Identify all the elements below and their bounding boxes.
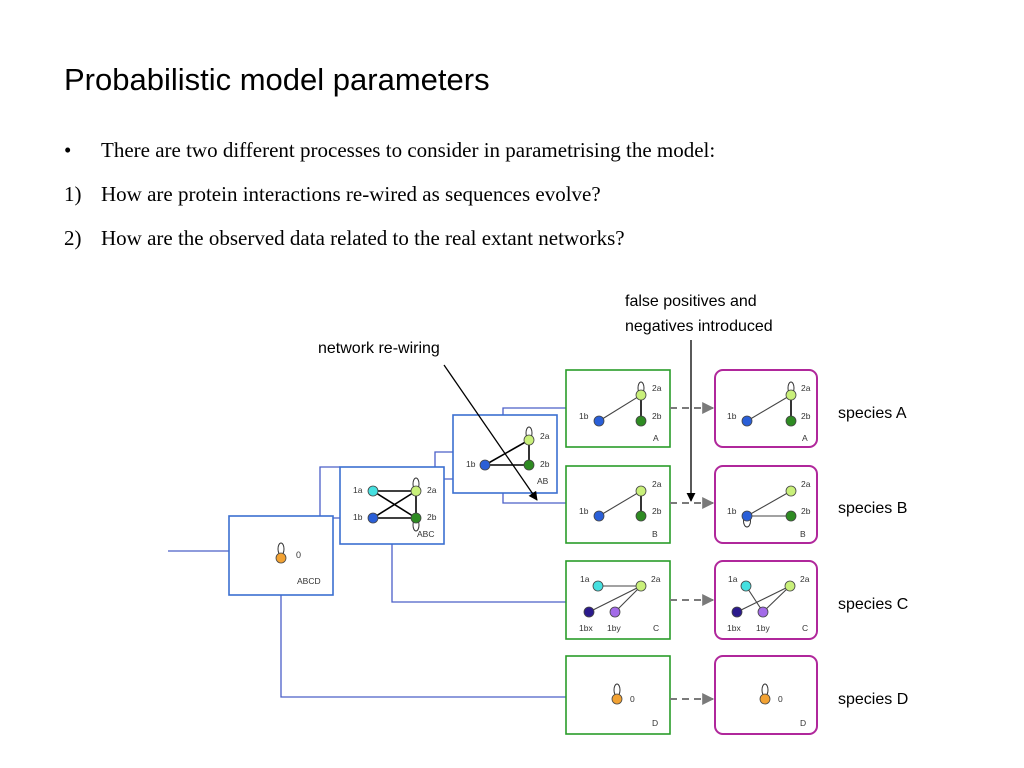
species-label-a: species A (838, 405, 907, 422)
bullet-text: How are the observed data related to the… (101, 226, 625, 250)
network-label: A (802, 433, 808, 443)
observed-network-d: 0 D (759, 683, 806, 728)
false-positives-annotation-line2: negatives introduced (625, 318, 773, 335)
real-network-b: 2a 1b 2b B (579, 479, 662, 539)
network-label: B (652, 529, 658, 539)
node-label: 2a (540, 431, 550, 441)
node-label: 1a (353, 485, 363, 495)
node-label: 2b (652, 411, 662, 421)
bullet-marker: • (64, 138, 72, 162)
node-label: 0 (630, 694, 635, 704)
node-label: 1b (727, 411, 737, 421)
node-label: 1b (466, 459, 476, 469)
network-abcd: 0 ABCD (275, 542, 321, 586)
rewiring-annotation: network re-wiring (318, 340, 440, 357)
real-network-box-c (565, 560, 671, 640)
species-label-d: species D (838, 691, 908, 708)
real-network-box-a (565, 369, 671, 448)
real-network-a: 2a 1b 2b A (579, 381, 662, 443)
network-abc: 1a 2a 1b 2b ABC (353, 477, 437, 539)
observed-network-box-b (714, 465, 818, 544)
bullet-text: How are protein interactions re-wired as… (101, 182, 601, 206)
node-label: 2a (427, 485, 437, 495)
network-label: C (802, 623, 808, 633)
node-label: 1b (579, 506, 589, 516)
bullet-text: There are two different processes to con… (101, 138, 716, 162)
node-label: 2a (801, 383, 811, 393)
species-label-b: species B (838, 500, 907, 517)
observed-network-box-c (714, 560, 818, 640)
node-label: 2b (652, 506, 662, 516)
network-label: ABCD (297, 576, 321, 586)
node-label: 2a (651, 574, 661, 584)
node-label: 2b (540, 459, 550, 469)
node-label: 2b (427, 512, 437, 522)
node-label: 1b (353, 512, 363, 522)
network-label: C (653, 623, 659, 633)
network-label: AB (537, 476, 549, 486)
observed-network-c: 1a 2a 1bx 1by C (727, 574, 810, 633)
node-label: 1b (579, 411, 589, 421)
network-label: ABC (417, 529, 434, 539)
network-label: B (800, 529, 806, 539)
real-network-c: 1a 2a 1bx 1by C (579, 574, 661, 633)
node-label: 2b (801, 506, 811, 516)
network-label: D (800, 718, 806, 728)
network-ab: 2a 1b 2b AB (466, 426, 550, 486)
node-label: 1bx (579, 623, 593, 633)
real-network-d: 0 D (611, 683, 658, 728)
network-label: A (653, 433, 659, 443)
node-label: 1a (580, 574, 590, 584)
rewiring-arrow (443, 364, 538, 501)
node-label: 2a (800, 574, 810, 584)
node-label: 1by (756, 623, 770, 633)
observed-network-b: 2a 1b 2b B (727, 479, 811, 539)
node-label: 1bx (727, 623, 741, 633)
slide-title: Probabilistic model parameters (64, 62, 490, 97)
bullet-marker: 1) (64, 182, 82, 206)
node-label: 2a (801, 479, 811, 489)
node-label: 0 (778, 694, 783, 704)
node-label: 2a (652, 383, 662, 393)
node-label: 0 (296, 550, 301, 560)
network-label: D (652, 718, 658, 728)
observed-network-a: 2a 1b 2b A (727, 381, 811, 443)
node-label: 1b (727, 506, 737, 516)
node-label: 1by (607, 623, 621, 633)
species-label-c: species C (838, 596, 908, 613)
observed-network-box-a (714, 369, 818, 448)
bullet-marker: 2) (64, 226, 82, 250)
tree-lines (168, 407, 566, 698)
node-label: 1a (728, 574, 738, 584)
node-label: 2a (652, 479, 662, 489)
false-positives-annotation-line1: false positives and (625, 293, 757, 310)
node-label: 2b (801, 411, 811, 421)
